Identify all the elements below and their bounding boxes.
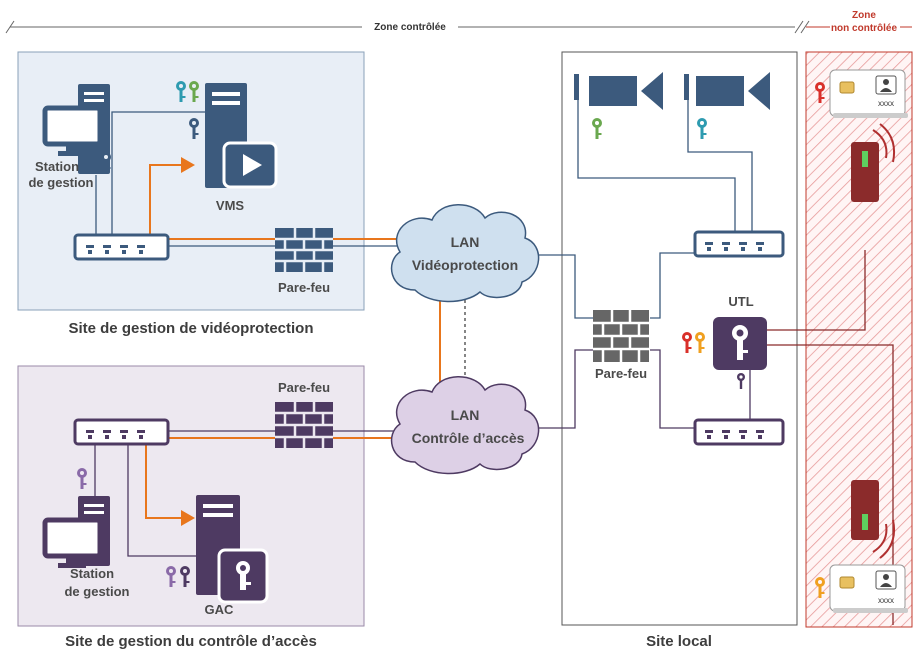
- lan-access-label-2: Contrôle d’accès: [412, 430, 525, 446]
- access-station-label-2: de gestion: [64, 584, 129, 599]
- access-switch-icon: [73, 418, 170, 446]
- gac-server-icon: [196, 495, 269, 604]
- local-video-switch-icon: [693, 230, 785, 258]
- key-green-icon: [592, 118, 602, 139]
- badge-card-icon: [829, 564, 908, 613]
- local-site-label: Site local: [646, 633, 712, 650]
- card-reader-icon: [851, 480, 896, 559]
- vms-label: VMS: [216, 198, 245, 213]
- badge-card-icon: [829, 69, 908, 118]
- key-green-icon: [189, 81, 199, 102]
- lan-video-cloud-icon: [390, 204, 540, 303]
- local-access-switch-icon: [693, 418, 785, 446]
- controlled-zone-label: Zone contrôlée: [374, 22, 446, 33]
- key-orange-icon: [695, 332, 705, 353]
- camera-icon: [684, 72, 770, 110]
- video-switch-icon: [73, 233, 170, 261]
- gac-label: GAC: [205, 602, 235, 617]
- video-station-label-1: Station: [35, 159, 79, 174]
- access-workstation-icon: [42, 496, 110, 568]
- badge-top-text: xxxx: [878, 99, 894, 108]
- controlled-zone-bar: Zone contrôlée: [5, 19, 810, 34]
- video-site-label: Site de gestion de vidéoprotection: [68, 320, 313, 337]
- key-navy-icon: [189, 118, 199, 139]
- key-red-icon: [682, 332, 692, 353]
- key-navy-icon: [101, 152, 111, 173]
- lan-video-label-1: LAN: [451, 234, 480, 250]
- uncontrolled-zone-area: [805, 51, 913, 628]
- key-purple-icon: [166, 566, 176, 587]
- key-dark-purple-icon: [180, 566, 190, 587]
- access-firewall-icon: [275, 402, 333, 448]
- key-orange-icon: [815, 577, 825, 598]
- uncontrolled-zone-label-2: non contrôlée: [831, 23, 898, 34]
- camera-icon: [574, 72, 663, 110]
- key-red-icon: [815, 82, 825, 103]
- video-firewall-label: Pare-feu: [278, 280, 330, 295]
- local-firewall-icon: [593, 310, 649, 362]
- key-teal-icon: [697, 118, 707, 139]
- badge-bottom-text: xxxx: [878, 596, 894, 605]
- local-firewall-label: Pare-feu: [595, 366, 647, 381]
- video-station-label-2: de gestion: [28, 175, 93, 190]
- uncontrolled-zone-bar: Zone non contrôlée: [806, 7, 912, 37]
- key-dark-purple-icon: [737, 373, 745, 389]
- key-purple-icon: [77, 468, 87, 489]
- lan-access-cloud-icon: [390, 376, 540, 475]
- vms-server-icon: [205, 83, 278, 189]
- access-station-label-1: Station: [70, 566, 114, 581]
- access-site-label: Site de gestion du contrôle d’accès: [65, 633, 317, 650]
- utl-label: UTL: [728, 294, 753, 309]
- key-teal-icon: [176, 81, 186, 102]
- utl-icon: [713, 317, 767, 370]
- uncontrolled-zone-label-1: Zone: [852, 10, 876, 21]
- lan-access-label-1: LAN: [451, 407, 480, 423]
- card-reader-icon: [851, 123, 896, 202]
- lan-video-label-2: Vidéoprotection: [412, 257, 518, 273]
- video-workstation-icon: [42, 84, 110, 174]
- access-firewall-label: Pare-feu: [278, 380, 330, 395]
- video-firewall-icon: [275, 228, 333, 272]
